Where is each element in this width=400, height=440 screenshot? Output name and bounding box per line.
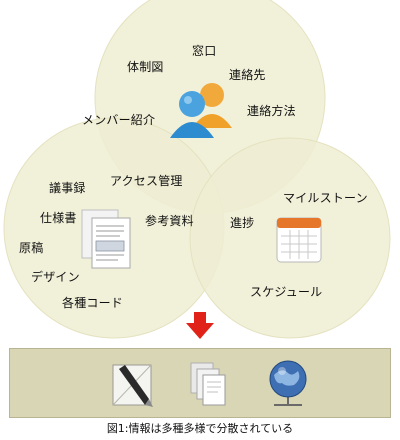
files-icon [190, 362, 226, 406]
label-org-chart: 体制図 [127, 60, 164, 74]
label-contact-point: 窓口 [192, 44, 217, 58]
label-reference: 参考資料 [145, 214, 194, 228]
label-minutes: 議事録 [49, 181, 86, 195]
tools-tray [9, 348, 391, 418]
calendar-icon [276, 217, 322, 263]
pen-icon [112, 364, 153, 407]
label-progress: 進捗 [230, 216, 255, 230]
label-design: デザイン [31, 270, 80, 284]
label-member-intro: メンバー紹介 [82, 113, 156, 127]
label-contact-info: 連絡先 [229, 68, 266, 82]
label-milestone: マイルストーン [283, 191, 368, 205]
label-contact-method: 連絡方法 [247, 104, 296, 118]
globe-icon [269, 360, 307, 406]
label-manuscript: 原稿 [19, 241, 44, 255]
figure-caption: 図1:情報は多種多様で分散されている [106, 422, 294, 435]
label-schedule: スケジュール [250, 285, 323, 299]
down-arrow-icon [186, 312, 214, 339]
label-access-control: アクセス管理 [110, 174, 183, 188]
label-specification: 仕様書 [40, 211, 77, 225]
label-source-code: 各種コード [62, 296, 124, 310]
users-icon [170, 83, 232, 138]
document-icon [81, 209, 131, 269]
